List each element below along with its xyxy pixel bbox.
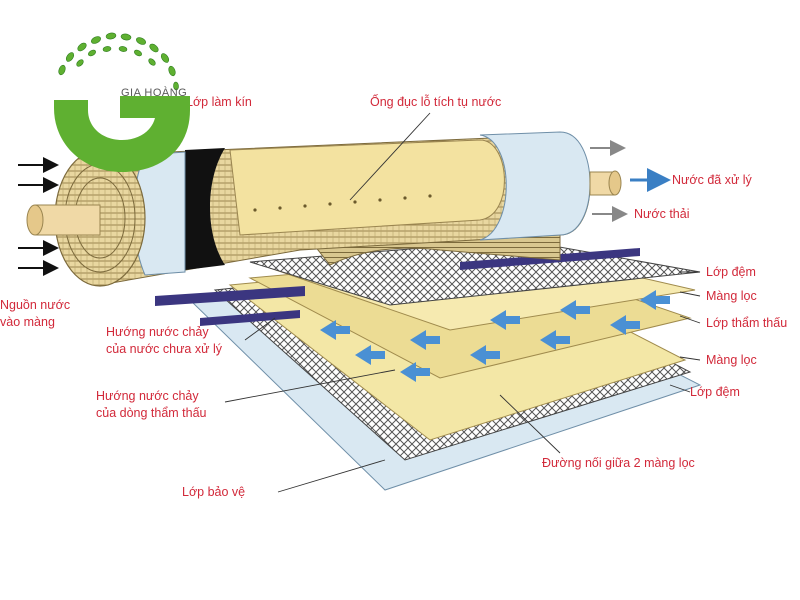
flow-arrow [560,300,590,320]
flow-arrow [410,330,440,350]
flow-arrow [540,330,570,350]
leader-protective [277,459,386,493]
label-source-water-2: vào màng [0,315,55,329]
logo-g-letter [54,96,190,172]
leader-perforated-tube [349,112,431,201]
label-feed-flow-1: Hướng nước chảy [106,325,209,339]
labels: Lớp làm kín Ống đục lỗ tích tụ nước Nước… [0,94,787,499]
spacer-bar-left [155,286,305,306]
label-perforated-tube: Ống đục lỗ tích tụ nước [370,94,501,109]
label-permeate-flow-2: của dòng thẩm thấu [96,406,207,420]
exposed-core-section [229,139,505,236]
flow-arrow [470,345,500,365]
input-arrows [18,157,59,276]
logo-leaf-ring [58,32,179,91]
flow-arrow [355,345,385,365]
label-permeate-flow-1: Hướng nước chảy [96,389,199,403]
flow-arrow [610,315,640,335]
label-spacer-bottom: Lớp đệm [690,385,740,399]
leader-lines [224,112,701,493]
spacer-bar-right-2 [200,310,300,326]
label-waste-water: Nước thải [634,207,689,221]
brand-logo: GIA HOÀNG [54,32,190,172]
label-seam: Đường nối giữa 2 màng lọc [542,456,695,470]
label-protective-layer: Lớp bảo vệ [182,485,245,499]
outer-wrap-right [479,131,591,241]
leader-membrane-top [679,291,701,297]
leader-membrane-bottom [679,356,701,361]
sealing-band [185,148,225,270]
leader-seam [499,394,561,454]
label-sealing-layer: Lớp làm kín [186,95,252,109]
flow-arrow [320,320,350,340]
logo-brand-text: GIA HOÀNG [121,86,187,99]
label-spacer-top: Lớp đệm [706,265,756,279]
label-permeate-layer: Lớp thẩm thấu [706,316,787,330]
leader-spacer-bottom [669,384,691,393]
perforated-tube-holes [253,194,432,212]
label-source-water-1: Nguồn nước [0,298,70,312]
label-membrane-top: Màng lọc [706,289,757,303]
membrane-cylinder [26,131,622,287]
leader-permeate [679,315,701,324]
label-clean-water: Nước đã xử lý [672,173,753,187]
label-membrane-bottom: Màng lọc [706,353,757,367]
center-tube-left [34,204,101,236]
leader-permeate-flow [224,369,396,403]
flow-arrow [490,310,520,330]
flow-arrow [400,362,430,382]
flow-arrow [640,290,670,310]
leader-feed-flow [244,317,276,341]
membrane-layers [188,239,702,491]
label-feed-flow-2: của nước chưa xử lý [106,342,223,356]
permeate-flow-arrows [320,290,670,382]
